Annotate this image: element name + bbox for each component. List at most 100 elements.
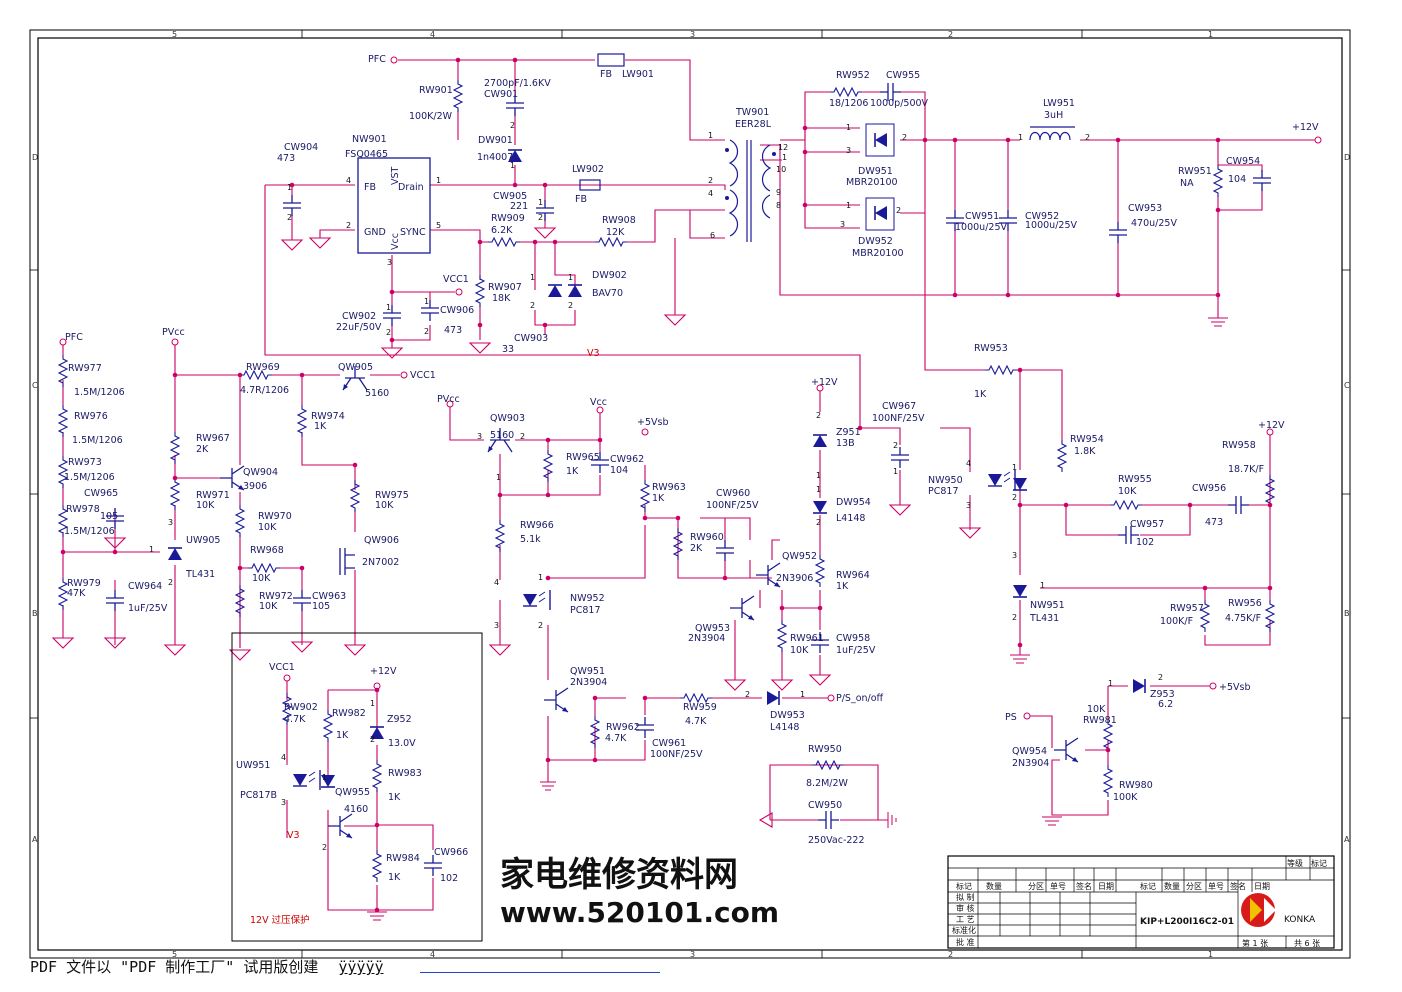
- pdf-footer-text: PDF 文件以 "PDF 制作工厂" 试用版创建: [30, 958, 319, 976]
- label-nw901-ref: NW901: [352, 134, 387, 145]
- label-cw961-ref: CW961: [652, 738, 686, 749]
- label-dw902-ref: DW902: [592, 270, 627, 281]
- grid-row-a-right: A: [1344, 835, 1350, 844]
- label-rw967-val: 2K: [196, 444, 209, 455]
- svg-text:5: 5: [436, 221, 441, 230]
- label-cw954-val: 104: [1228, 174, 1246, 185]
- label-cw964-ref: CW964: [128, 581, 162, 592]
- label-rw975-val: 10K: [375, 500, 394, 511]
- svg-text:2: 2: [1085, 133, 1090, 142]
- net-vcc1-ic: VCC1: [443, 274, 469, 285]
- svg-text:3: 3: [1012, 551, 1017, 560]
- label-qw954-val: 2N3904: [1012, 758, 1049, 769]
- net-vcc1-qw905: VCC1: [410, 370, 436, 381]
- label-rw973-ref: RW973: [68, 457, 102, 468]
- svg-text:1: 1: [538, 198, 543, 207]
- label-cw957-val: 102: [1136, 537, 1154, 548]
- net-v3-wire: V3: [587, 348, 600, 359]
- label-rw960-ref: RW960: [690, 532, 724, 543]
- label-cw957-ref: CW957: [1130, 519, 1164, 530]
- label-rw957-val: 100K/F: [1160, 616, 1193, 627]
- svg-text:12: 12: [778, 143, 788, 152]
- label-cw955-ref: CW955: [886, 70, 920, 81]
- label-cw951-ref: CW951: [965, 211, 999, 222]
- net-12v-right: +12V: [1258, 420, 1285, 431]
- grid-col-3: 3: [690, 30, 695, 39]
- tb-col-5: 签名: [1076, 881, 1092, 891]
- tb-total: 共 6 张: [1294, 939, 1320, 948]
- grid-col-4: 4: [430, 30, 435, 39]
- grid-row-a: A: [32, 835, 38, 844]
- svg-text:1: 1: [816, 471, 821, 480]
- ic-pin-drain: Drain: [398, 182, 424, 193]
- label-uw905-val: TL431: [185, 569, 215, 580]
- svg-text:2: 2: [1012, 493, 1017, 502]
- label-cw906-ref: CW906: [440, 305, 474, 316]
- label-rw969-ref: RW969: [246, 362, 280, 373]
- svg-text:1: 1: [1108, 679, 1113, 688]
- ic-pin-vcc: Vcc: [390, 233, 401, 250]
- label-rw966-val: 5.1k: [520, 534, 541, 545]
- tb-col-4: 单号: [1050, 881, 1066, 891]
- svg-text:2: 2: [168, 578, 173, 587]
- label-tw901-ref: TW901: [735, 107, 769, 118]
- label-z953-val: 6.2: [1158, 699, 1173, 710]
- label-rw976-ref: RW976: [74, 411, 108, 422]
- label-nw952-val: PC817: [570, 605, 601, 616]
- label-cw954-ref: CW954: [1226, 156, 1260, 167]
- tb-role-draft: 拟 制: [956, 892, 975, 902]
- tb-sheet: 第 1 张: [1242, 938, 1268, 948]
- svg-text:3: 3: [966, 501, 971, 510]
- label-rw952-val: 18/1206: [829, 98, 868, 109]
- label-cw956-ref: CW956: [1192, 483, 1226, 494]
- label-qw904-val: 3906: [243, 481, 267, 492]
- label-qw903-ref: QW903: [490, 413, 525, 424]
- label-rw978-val: 1.5M/1206: [64, 526, 115, 537]
- svg-text:2: 2: [287, 213, 292, 222]
- net-pson: P/S_on/off: [836, 693, 884, 704]
- tb-col-7: 标记: [1140, 881, 1156, 891]
- svg-text:1: 1: [846, 201, 851, 210]
- label-qw955-ref: QW955: [335, 787, 370, 798]
- label-cw960-ref: CW960: [716, 488, 750, 499]
- label-z951-val: 13B: [836, 438, 855, 449]
- svg-text:3: 3: [846, 146, 851, 155]
- label-rw907-ref: RW907: [488, 282, 522, 293]
- tb-col-10: 单号: [1208, 881, 1224, 891]
- svg-text:4: 4: [494, 578, 499, 587]
- svg-text:2: 2: [520, 432, 525, 441]
- label-cw902-val: 22uF/50V: [336, 322, 382, 333]
- tb-col-8: 数量: [1164, 881, 1180, 891]
- svg-text:2: 2: [708, 176, 713, 185]
- label-rw954-val: 1.8K: [1074, 446, 1096, 457]
- label-dw952-ref: DW952: [858, 236, 893, 247]
- svg-text:8: 8: [776, 201, 781, 210]
- tb-role-check: 审 核: [956, 903, 975, 913]
- svg-text:2: 2: [424, 327, 429, 336]
- tb-role-process: 工 艺: [956, 915, 975, 924]
- net-pfc-left: PFC: [65, 332, 83, 343]
- label-lw901-ref: LW901: [622, 69, 654, 80]
- label-rw964-val: 1K: [836, 581, 849, 592]
- label-rw908-val: 12K: [606, 227, 625, 238]
- label-uw951-val: PC817B: [240, 790, 277, 801]
- label-rw965-val: 1K: [566, 466, 579, 477]
- label-dw901-val: 1n4007: [477, 152, 513, 163]
- grid-col-3-bottom: 3: [690, 950, 695, 959]
- tb-role-approve: 批 准: [956, 937, 975, 947]
- svg-text:2: 2: [510, 121, 515, 130]
- grid-col-2-bottom: 2: [948, 950, 953, 959]
- label-qw954-ref: QW954: [1012, 746, 1047, 757]
- label-cw965-val: 105: [100, 511, 118, 522]
- label-rw964-ref: RW964: [836, 570, 870, 581]
- label-rw950-val: 8.2M/2W: [806, 778, 849, 789]
- label-cw902-ref: CW902: [342, 311, 376, 322]
- pdf-footer-link[interactable]: ÿÿÿÿÿ: [338, 958, 384, 976]
- label-rw958-ref: RW958: [1222, 440, 1256, 451]
- label-cw953-ref: CW953: [1128, 203, 1162, 214]
- svg-text:10: 10: [776, 165, 786, 174]
- label-rw962-ref: RW962: [606, 722, 640, 733]
- label-rw955-ref: RW955: [1118, 474, 1152, 485]
- label-rw966-ref: RW966: [520, 520, 554, 531]
